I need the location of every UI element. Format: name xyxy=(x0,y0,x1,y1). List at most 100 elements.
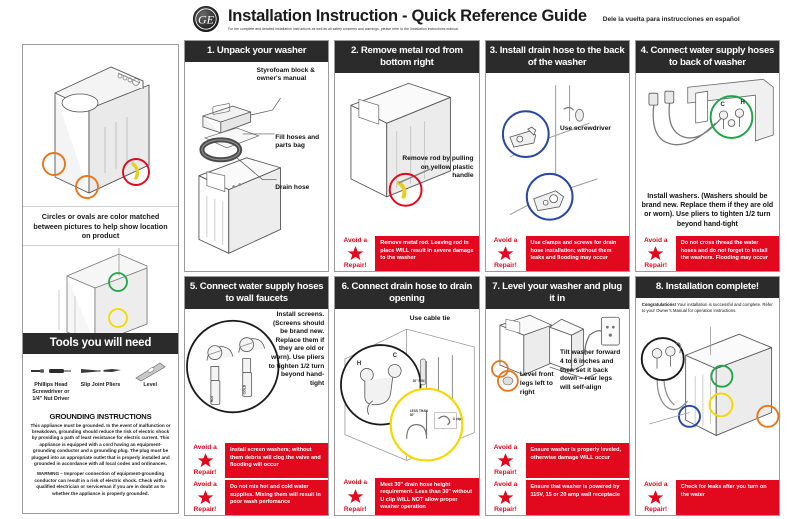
avoid-label-bottom: Repair! xyxy=(644,506,668,513)
spanish-note: Dele la vuelta para instrucciones en esp… xyxy=(602,15,740,23)
label-tilt-washer: Tilt washer forward 4 to 6 inches and th… xyxy=(559,349,621,392)
avoid-label-bottom: Repair! xyxy=(343,506,367,513)
label-use-screwdriver: Use screwdriver xyxy=(559,125,611,132)
avoid-label-bottom: Repair! xyxy=(494,506,517,513)
pliers-icon xyxy=(76,360,126,382)
avoid-repair-warning: Avoid a Repair! Do not cross thread the … xyxy=(635,235,779,271)
marker-yellow xyxy=(108,307,128,328)
congratulations-text: Congratulations! Your installation is su… xyxy=(636,298,779,314)
avoid-repair-text: Do not mix hot and cold water supplies. … xyxy=(225,480,329,515)
marker-orange-leg-2 xyxy=(496,370,519,392)
marker-black-faucets xyxy=(640,336,685,381)
step-body: Congratulations! Your installation is su… xyxy=(636,298,779,480)
tool-item: Level xyxy=(125,360,175,403)
washer-color-key-illustration-2 xyxy=(23,244,178,333)
tools-section-title: Tools you will need xyxy=(23,332,178,354)
avoid-label-bottom: Repair! xyxy=(193,469,217,476)
avoid-repair-badge: Avoid a Repair! xyxy=(185,480,225,515)
star-icon xyxy=(497,453,514,468)
label-use-cable-tie: Use cable tie xyxy=(409,315,451,322)
svg-text:GE: GE xyxy=(198,13,215,27)
marker-green-connection xyxy=(710,364,734,388)
star-icon xyxy=(497,490,514,505)
avoid-repair-text: Do not cross thread the water hoses and … xyxy=(675,236,779,271)
tools-list: Phillips Head Screwdriver or 1/4" Nut Dr… xyxy=(23,354,178,407)
step-body: Level front legs left to right Tilt wash… xyxy=(486,309,629,442)
avoid-repair-warning: Avoid a Repair! Use clamps and screws fo… xyxy=(485,235,629,271)
step-body: Use screwdriver xyxy=(486,73,629,235)
marker-orange-leg xyxy=(756,404,779,428)
level-icon xyxy=(125,360,175,382)
label-cold-tap: C xyxy=(720,102,725,108)
step-body: Styrofoam block & owner's manual Fill ho… xyxy=(185,62,328,272)
step-title: 8. Installation complete! xyxy=(635,277,779,298)
page-title: Installation Instruction - Quick Referen… xyxy=(228,6,587,25)
step-panel-6: 6. Connect drain hose to drain opening H xyxy=(334,276,480,516)
drain-hose-opening-illustration: H C xyxy=(340,328,475,462)
label-styrofoam-block: Styrofoam block & owner's manual xyxy=(256,66,315,83)
avoid-label-bottom: Repair! xyxy=(644,262,668,269)
avoid-repair-warning: Avoid a Repair! Meet 30" drain hose heig… xyxy=(335,476,479,515)
step-panel-3: 3. Install drain hose to the back of the… xyxy=(484,40,630,272)
tool-label: Slip Joint Pliers xyxy=(80,381,121,388)
avoid-repair-badge: Avoid a Repair! xyxy=(485,443,526,478)
marker-red-rod xyxy=(388,172,423,207)
avoid-repair-text: Ensure that washer is powered by 115V, 1… xyxy=(525,480,629,515)
screwdriver-icon xyxy=(26,360,76,382)
avoid-repair-badge: Avoid a Repair! xyxy=(485,480,526,515)
star-icon xyxy=(647,246,664,261)
marker-orange-left xyxy=(42,152,66,176)
avoid-label-top: Avoid a xyxy=(493,481,518,488)
avoid-label-bottom: Repair! xyxy=(494,469,517,476)
label-hot: H xyxy=(357,361,361,367)
avoid-repair-warning: Avoid a Repair! Check for leaks after yo… xyxy=(635,479,779,515)
step-title: 2. Remove metal rod from bottom right xyxy=(335,41,479,73)
step-body: C H Install washers. (Washers should be … xyxy=(636,73,779,235)
star-icon xyxy=(197,490,213,505)
avoid-label-bottom: Repair! xyxy=(494,262,517,269)
avoid-repair-text: Remove metal rod. Leaving rod in place W… xyxy=(375,236,479,271)
avoid-label-bottom: Repair! xyxy=(343,262,367,269)
step-title: 7. Level your washer and plug it in xyxy=(485,277,629,309)
tool-item: Slip Joint Pliers xyxy=(76,360,126,403)
washer-color-key-illustration xyxy=(23,45,178,207)
step-panel-1: 1. Unpack your washer xyxy=(184,40,330,272)
ge-logo-icon: GE xyxy=(193,6,219,32)
avoid-label-top: Avoid a xyxy=(493,237,518,244)
avoid-repair-badge: Avoid a Repair! xyxy=(185,443,225,478)
avoid-repair-text: Check for leaks after you turn on the wa… xyxy=(675,480,779,515)
avoid-repair-warning-2: Avoid a Repair! Do not mix hot and cold … xyxy=(185,478,329,515)
label-cold-tag: COLD xyxy=(243,384,247,394)
avoid-label-top: Avoid a xyxy=(343,478,368,486)
label-less-than-30: LESS THAN 30" xyxy=(409,409,428,417)
avoid-repair-warning-2: Avoid a Repair! Ensure that washer is po… xyxy=(485,478,629,515)
label-drain-hose: Drain hose xyxy=(275,183,310,191)
step-body: Remove rod by pulling on yellow plastic … xyxy=(335,73,478,235)
step-panel-4: 4. Connect water supply hoses to back of… xyxy=(634,40,780,272)
marker-yellow-connection xyxy=(708,391,734,417)
avoid-label-top: Avoid a xyxy=(493,444,518,451)
wall-faucets-illustration: HOT COLD xyxy=(186,319,280,414)
marker-orange-leg-1 xyxy=(490,360,509,378)
left-reference-column: Circles or ovals are color matched betwe… xyxy=(22,44,179,514)
label-install-screens-instruction: Install screens. (Screens should be bran… xyxy=(268,311,325,387)
label-fill-hoses: Fill hoses and parts bag xyxy=(275,133,320,150)
avoid-label-top: Avoid a xyxy=(643,481,668,488)
installation-complete-illustration xyxy=(640,326,779,436)
avoid-repair-text: Ensure washer is properly leveled, other… xyxy=(525,443,629,478)
remove-metal-rod-illustration xyxy=(350,82,452,207)
avoid-label-top: Avoid a xyxy=(343,237,368,244)
star-icon xyxy=(647,490,664,505)
avoid-repair-warning: Avoid a Repair! Ensure washer is properl… xyxy=(485,442,629,478)
step-panel-5: 5. Connect water supply hoses to wall fa… xyxy=(184,276,330,516)
install-drain-hose-illustration xyxy=(501,85,598,221)
level-washer-illustration xyxy=(490,314,620,392)
marker-blue-drain xyxy=(677,404,701,428)
step-title: 4. Connect water supply hoses to back of… xyxy=(635,41,779,73)
avoid-repair-badge: Avoid a Repair! xyxy=(635,236,676,271)
congrats-rest: Your installation is successful and comp… xyxy=(641,301,773,313)
avoid-repair-badge: Avoid a Repair! xyxy=(335,477,376,515)
avoid-label-top: Avoid a xyxy=(193,481,217,488)
label-min-height: 30" MIN xyxy=(412,379,425,383)
